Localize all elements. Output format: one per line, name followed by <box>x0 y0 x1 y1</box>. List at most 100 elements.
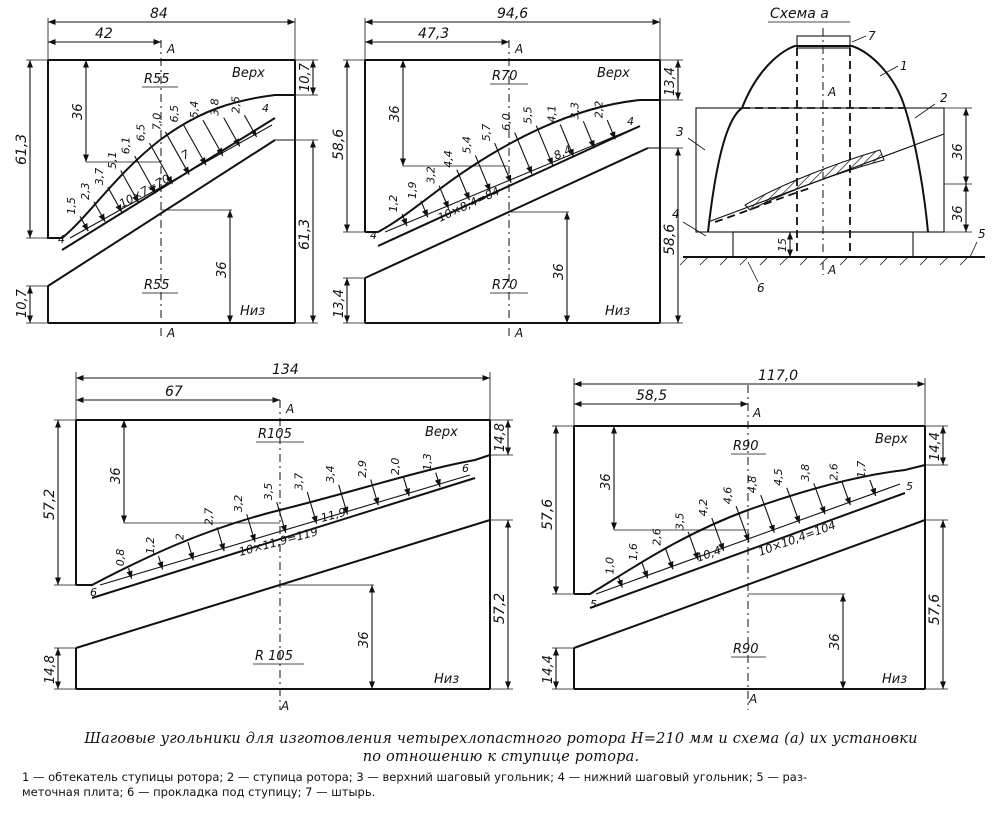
ordinate-tick <box>370 479 380 506</box>
ordinate-tick <box>786 487 801 524</box>
installation-scheme: Схема а A A <box>672 6 986 295</box>
scheme-title: Схема а <box>770 6 829 22</box>
dim-top-right: 14,4 <box>928 432 943 461</box>
ordinate-label: 1,6 <box>627 543 640 561</box>
ordinate-tick <box>149 142 173 185</box>
section-mark: A <box>166 326 175 340</box>
callout-5: 5 <box>978 227 986 241</box>
ordinate-tick <box>869 479 877 497</box>
dim-36: 36 <box>552 263 567 280</box>
radius-label: R90 <box>733 439 759 454</box>
edge-label: 5 <box>590 598 597 611</box>
ordinate-label: 4,4 <box>442 150 455 168</box>
ordinate-tick <box>276 502 287 534</box>
edge-label: 4 <box>58 233 65 246</box>
ordinate-tick <box>120 170 140 204</box>
radius-label: R70 <box>492 278 518 293</box>
ordinate-tick <box>664 547 674 570</box>
ordinate-tick <box>93 201 106 223</box>
ordinate-tick <box>157 555 164 570</box>
dim-height-right: 57,6 <box>927 594 943 625</box>
ordinate-tick <box>438 185 450 209</box>
ordinate-label: 2,2 <box>593 101 606 119</box>
edge-label: 4 <box>627 115 634 128</box>
ordinate-tick <box>243 114 258 138</box>
ordinate-label: 4,8 <box>746 476 759 494</box>
ordinate-tick <box>402 476 410 497</box>
ordinate-tick <box>514 132 533 175</box>
dim-36: 36 <box>828 633 843 650</box>
ordinate-label: 3,2 <box>424 166 437 184</box>
ordinate-label: 3,8 <box>209 98 222 116</box>
step-dimension: 10×10,4=104 <box>756 518 837 559</box>
ordinate-tick <box>202 119 224 157</box>
ordinate-label: 2,3 <box>79 183 92 201</box>
ordinate-label: 3,8 <box>799 464 812 482</box>
ordinate-label: 5,5 <box>522 106 535 124</box>
dim-36: 36 <box>357 631 372 648</box>
ordinate-label: 1,2 <box>387 195 400 213</box>
dim-bottom-left: 13,4 <box>332 289 347 318</box>
template-panel-r70: 94,6 47,3 A A 58,6 13,4 13,4 58,6 36 36 … <box>331 6 683 340</box>
ordinate-tick <box>126 568 133 579</box>
dim-half: 67 <box>165 384 183 400</box>
dim-bottom-left: 10,7 <box>15 288 30 318</box>
ordinate-label: 7,0 <box>150 113 163 131</box>
label-bottom: Низ <box>240 304 265 319</box>
ordinate-label: 4,1 <box>545 105 558 123</box>
ordinate-label: 1,3 <box>421 453 434 471</box>
section-mark: A <box>514 326 523 340</box>
template-panel-r105: 134 67 A A 57,2 14,8 14,8 57,2 36 36 R10… <box>42 362 513 713</box>
radius-label: R55 <box>144 72 170 87</box>
ordinate-label: 3,4 <box>324 465 337 483</box>
edge-label: 6 <box>90 586 97 599</box>
ordinate-tick <box>735 505 750 543</box>
dim-top-right: 10,7 <box>298 62 313 92</box>
ordinate-tick <box>216 527 225 552</box>
figure-legend: 1 — обтекатель ступицы ротора; 2 — ступи… <box>22 770 982 800</box>
ordinate-tick <box>434 472 441 488</box>
dim-36: 36 <box>599 473 614 490</box>
templates-figure: 84 42 A A 61,3 10,7 10,7 61,3 36 36 R55 … <box>14 6 986 713</box>
template-panel-r90: 117,0 58,5 A A 57,6 14,4 14,4 57,6 36 36… <box>540 368 948 710</box>
ordinate-tick <box>182 123 207 166</box>
ordinate-label: 4,2 <box>697 499 710 517</box>
ordinate-label: 1,5 <box>65 197 78 215</box>
ordinate-tick <box>813 483 826 515</box>
ordinate-label: 2,6 <box>828 463 841 481</box>
ordinate-label: 5,7 <box>480 124 493 142</box>
label-bottom: Низ <box>882 672 907 687</box>
caption-line-1: Шаговые угольники для изготовления четыр… <box>84 731 918 747</box>
ordinate-tick <box>559 124 575 157</box>
dim-width: 94,6 <box>497 6 528 22</box>
radius-label: R90 <box>733 642 759 657</box>
label-top: Верх <box>425 425 458 440</box>
ordinate-label: 3,3 <box>569 102 582 120</box>
dim-36: 36 <box>388 105 403 122</box>
ordinate-tick <box>164 131 190 175</box>
dim-half: 47,3 <box>418 26 449 42</box>
ordinate-tick <box>79 216 89 232</box>
hub-fairing <box>707 45 929 233</box>
ordinate-tick <box>687 531 699 561</box>
section-mark: A <box>827 263 836 277</box>
callout-7: 7 <box>868 29 876 43</box>
dim-36: 36 <box>951 205 966 222</box>
label-top: Верх <box>232 66 265 81</box>
ordinate-tick <box>535 125 554 166</box>
dim-top-right: 13,4 <box>663 67 678 96</box>
ordinate-label: 5,1 <box>106 151 119 169</box>
dim-36: 36 <box>109 467 124 484</box>
ordinate-label: 3,7 <box>293 473 306 491</box>
callout-2: 2 <box>940 91 948 105</box>
blade-section <box>744 149 885 211</box>
ordinate-label: 1,9 <box>406 182 419 200</box>
ordinate-tick <box>246 514 256 543</box>
dim-half: 58,5 <box>636 388 667 404</box>
dim-height-left: 57,6 <box>540 499 556 530</box>
section-mark: A <box>280 699 289 713</box>
dim-bottom-left: 14,4 <box>541 655 556 684</box>
ordinate-label: 4,6 <box>721 487 734 505</box>
